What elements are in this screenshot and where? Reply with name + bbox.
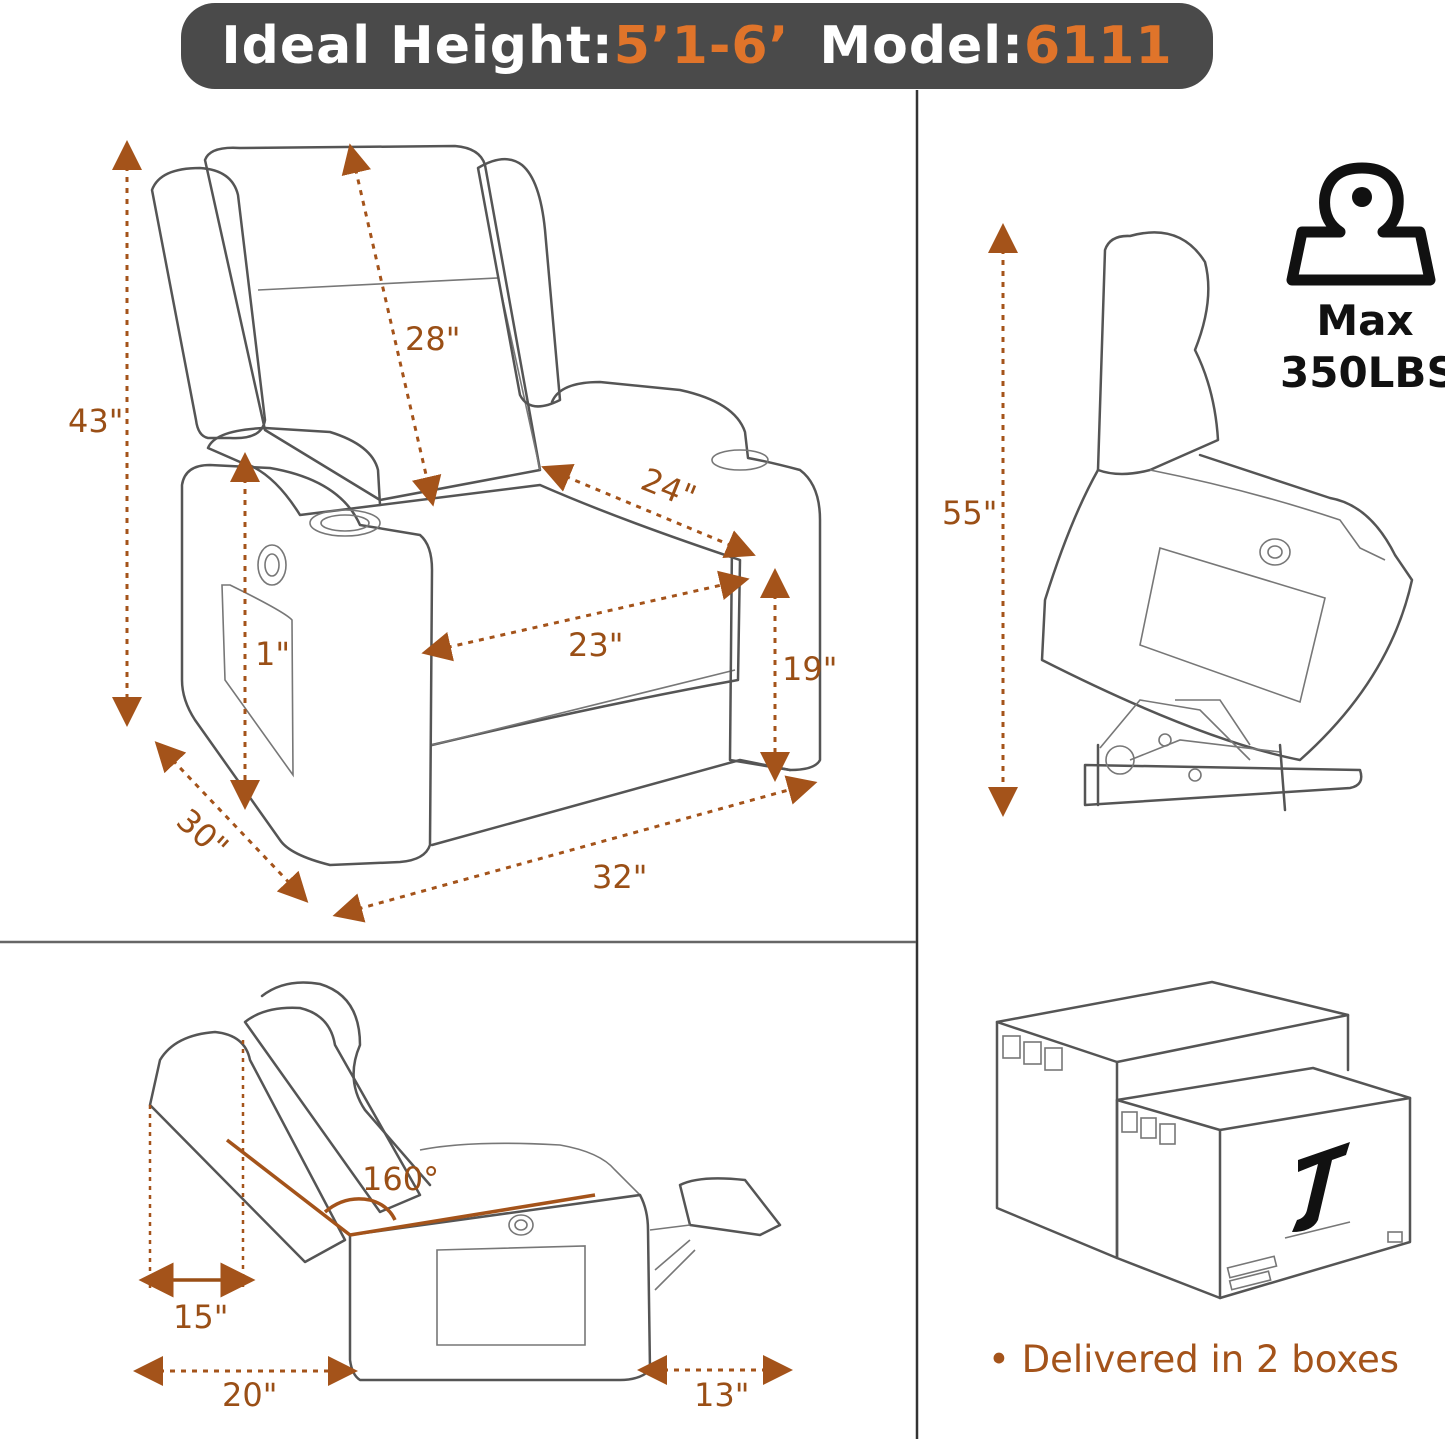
recline-angle-label: 160° [362, 1160, 439, 1198]
overall-height-label: 43" [68, 402, 123, 440]
brand-logo-icon [1292, 1142, 1350, 1232]
ideal-height-label: Ideal Height: [221, 16, 614, 76]
depth-label: 30" [169, 801, 236, 866]
model-label: Model: [819, 16, 1024, 76]
lift-height-label: 55" [942, 494, 997, 532]
back-extension-label: 20" [222, 1376, 277, 1414]
weight-icon [1286, 162, 1436, 286]
footrest-extension-label: 13" [694, 1376, 749, 1414]
model-value: 6111 [1023, 16, 1173, 76]
wall-clearance-label: 15" [173, 1298, 228, 1336]
lift-view-chair [1040, 231, 1414, 812]
width-label: 32" [592, 858, 647, 896]
seat-height-label: 19" [782, 650, 837, 688]
side-pocket-label: 1" [255, 635, 290, 673]
back-height-label: 28" [405, 320, 460, 358]
front-view-dimensions: 43" 28" 24" 23" 19" 1" 30" 32" [68, 140, 837, 923]
title-banner: Ideal Height:5’1-6’ Model:6111 [181, 3, 1213, 89]
recline-view-dimensions: 160° 15" 20" 13" [133, 1040, 793, 1414]
lift-view-dimensions: 55" [942, 223, 1018, 817]
max-weight-line2: 350LBS [1280, 348, 1445, 397]
recline-view-chair [148, 981, 782, 1382]
delivery-note: • Delivered in 2 boxes [988, 1338, 1400, 1381]
shipping-boxes [995, 980, 1412, 1300]
front-view-chair [150, 144, 822, 867]
ideal-height-value: 5’1-6’ [613, 16, 790, 76]
arm-depth-label: 24" [636, 460, 702, 516]
max-weight-label: Max 350LBS [1280, 295, 1445, 399]
max-weight-line1: Max [1316, 296, 1414, 345]
seat-width-label: 23" [568, 626, 623, 664]
